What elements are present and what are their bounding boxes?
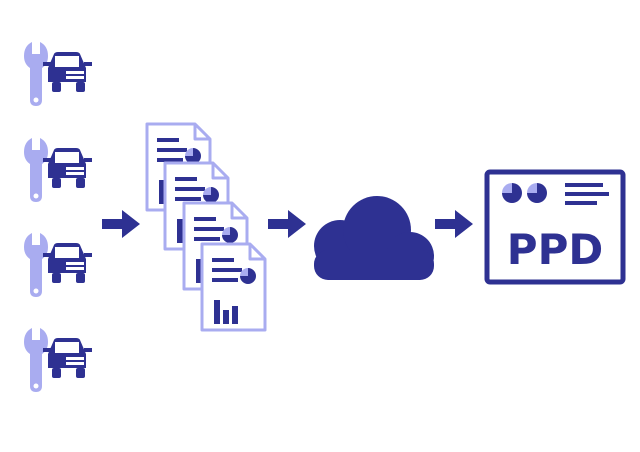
arrow-right-icon xyxy=(268,210,306,238)
dashboard-icon: PPD xyxy=(484,169,626,285)
documents-stack xyxy=(145,122,267,332)
wrench-car-icon xyxy=(24,138,92,202)
arrow-right-icon xyxy=(435,210,473,238)
wrench-car-icon xyxy=(24,233,92,297)
report-document-icon xyxy=(200,242,267,332)
cloud-icon xyxy=(314,196,434,280)
wrench-car-icon xyxy=(24,42,92,106)
sources-column xyxy=(24,42,92,392)
arrow-right-icon xyxy=(102,210,140,238)
wrench-car-icon xyxy=(24,328,92,392)
dashboard-label: PPD xyxy=(507,225,603,274)
